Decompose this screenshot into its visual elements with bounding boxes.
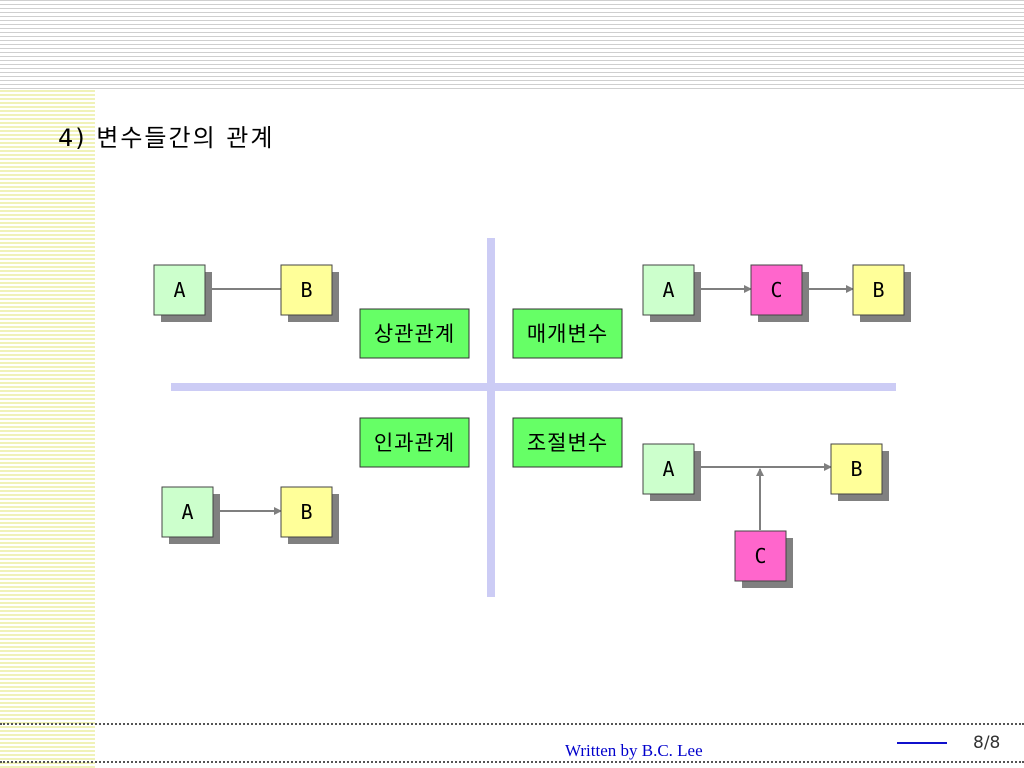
node-label: B	[300, 278, 312, 302]
node-label: C	[754, 544, 766, 568]
horizontal-divider	[171, 383, 896, 391]
node-a: A	[161, 486, 220, 544]
node-b: B	[280, 264, 339, 322]
node-label: B	[850, 457, 862, 481]
node-label: B	[300, 500, 312, 524]
node-c: C	[750, 264, 809, 322]
label-box-correlation: 상관관계	[359, 308, 470, 359]
footer-accent-line	[897, 742, 947, 744]
node-label: A	[173, 278, 185, 302]
quadrant-mediator: A C B 매개변수	[512, 264, 911, 359]
node-a: A	[153, 264, 212, 322]
page-number: 8/8	[973, 733, 1001, 753]
side-stripe-decoration	[0, 90, 95, 768]
quadrant-causal: 인과관계 A B	[161, 417, 470, 544]
node-label: A	[181, 500, 193, 524]
footer-divider-top	[0, 723, 1024, 725]
quadrant-correlation: A B 상관관계	[153, 264, 470, 359]
label-box-causal: 인과관계	[359, 417, 470, 468]
slide-title: 4) 변수들간의 관계	[58, 124, 275, 152]
node-b: B	[852, 264, 911, 322]
node-label: C	[770, 278, 782, 302]
quadrant-moderator: 조절변수 A B C	[512, 417, 889, 588]
node-label: B	[872, 278, 884, 302]
node-label: A	[662, 278, 674, 302]
label-box-mediator: 매개변수	[512, 308, 623, 359]
relation-label: 매개변수	[527, 322, 608, 346]
node-a: A	[642, 443, 701, 501]
node-b: B	[280, 486, 339, 544]
top-stripe-decoration	[0, 0, 1024, 90]
footer-divider-bottom	[0, 761, 1024, 763]
label-box-moderator: 조절변수	[512, 417, 623, 468]
vertical-divider	[487, 238, 495, 597]
node-a: A	[642, 264, 701, 322]
relation-label: 상관관계	[374, 322, 455, 346]
relation-label: 인과관계	[374, 431, 455, 455]
node-c: C	[734, 530, 793, 588]
node-label: A	[662, 457, 674, 481]
footer-author: Written by B.C. Lee	[565, 741, 703, 760]
node-b: B	[830, 443, 889, 501]
relation-label: 조절변수	[527, 431, 608, 455]
